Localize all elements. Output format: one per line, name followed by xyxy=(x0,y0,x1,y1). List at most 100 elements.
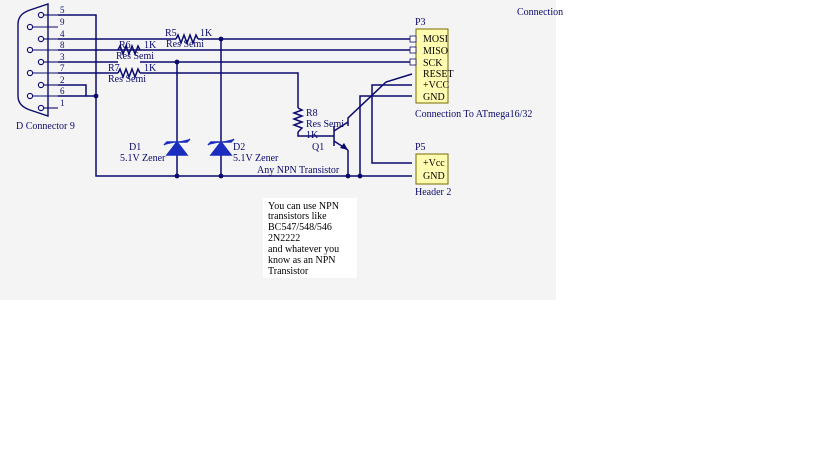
note-line: know as an NPN xyxy=(268,255,336,266)
pin-number: 3 xyxy=(60,52,65,62)
resistor-r5: R5 1K Res Semi xyxy=(165,28,213,50)
junction-dot xyxy=(345,173,351,179)
pin-4-contact xyxy=(37,35,45,43)
resistor-r5-ref: R5 xyxy=(165,28,177,39)
pin-9-contact xyxy=(26,23,34,31)
header-p5: P5 +Vcc GND Header 2 xyxy=(415,142,451,198)
header-p3-body xyxy=(415,28,449,104)
junction-dot xyxy=(174,173,180,179)
pin-7-contact xyxy=(26,69,34,77)
note-background xyxy=(263,198,357,278)
resistor-r6-value: 1K xyxy=(144,40,157,51)
header-p5-body xyxy=(415,153,449,185)
p5-pin-label: GND xyxy=(423,171,445,182)
p3-pin-label: MOSI xyxy=(423,34,448,45)
wire-pin2-pin6 xyxy=(58,84,87,97)
wire-vcc-p5 xyxy=(371,84,412,164)
pin-5-contact xyxy=(37,11,45,19)
zener-d1-bar xyxy=(163,138,191,146)
resistor-r8-desc: Res Semi xyxy=(306,119,344,130)
zener-d1-symbol xyxy=(165,140,189,156)
transistor-emitter-arrow xyxy=(340,143,348,150)
pin-number: 5 xyxy=(60,5,65,15)
junction-dot xyxy=(357,173,363,179)
zener-d2-desc: 5.1V Zener xyxy=(233,153,279,164)
p3-pin-label: MISO xyxy=(423,46,448,57)
transistor-ref: Q1 xyxy=(312,142,324,153)
note-line: Transistor xyxy=(268,266,309,277)
resistor-r7-desc: Res Semi xyxy=(108,74,146,85)
header-p5-ref: P5 xyxy=(415,142,426,153)
header-p3: P3 MOSI MISO SCK RESET +VCC GND Connecti… xyxy=(409,17,532,120)
note-box: You can use NPN transistors like BC547/5… xyxy=(263,198,357,278)
note-line: and whatever you xyxy=(268,244,339,255)
resistor-r8-ref: R8 xyxy=(306,108,318,119)
d-connector-pins xyxy=(26,11,58,112)
resistor-r5-symbol xyxy=(175,32,199,46)
pin-number: 2 xyxy=(60,75,65,85)
wire-r7-r8 xyxy=(140,72,299,108)
p3-pin-label: SCK xyxy=(423,58,443,69)
d-connector-pin-numbers: 5 9 4 8 3 7 2 6 1 xyxy=(60,5,65,108)
pin-marker xyxy=(409,58,417,66)
pin-number: 7 xyxy=(60,63,65,73)
d-connector-label: D Connector 9 xyxy=(16,121,75,132)
header-p3-pin-markers xyxy=(409,35,417,66)
pin-2-contact xyxy=(37,81,45,89)
wire-r8-base xyxy=(297,132,334,137)
zener-d1-ref: D1 xyxy=(129,142,141,153)
p3-pin-label: +VCC xyxy=(423,80,450,91)
note-line: BC547/548/546 xyxy=(268,222,332,233)
pin-marker xyxy=(409,46,417,54)
transistor-q1: Q1 Any NPN Transistor xyxy=(257,121,349,176)
zener-d2-symbol xyxy=(209,140,233,156)
junction-dot xyxy=(218,173,224,179)
pin-6-contact xyxy=(26,92,34,100)
p3-pin-label: GND xyxy=(423,92,445,103)
note-line: transistors like xyxy=(268,211,327,222)
resistor-r5-desc: Res Semi xyxy=(166,39,204,50)
resistor-r8-symbol xyxy=(291,107,305,133)
pin-number: 9 xyxy=(60,17,65,27)
resistor-r7-ref: R7 xyxy=(108,63,120,74)
p3-pin-label: RESET xyxy=(423,69,454,80)
header-p5-caption: Header 2 xyxy=(415,187,451,198)
resistor-r7: R7 1K Res Semi xyxy=(108,63,157,85)
junction-dot xyxy=(174,59,180,65)
pin-number: 4 xyxy=(60,29,65,39)
p5-pin-label: +Vcc xyxy=(423,158,445,169)
zener-d2-ref: D2 xyxy=(233,142,245,153)
d-connector: 5 9 4 8 3 7 2 6 1 D Connector 9 xyxy=(16,3,75,132)
resistor-r8: R8 Res Semi 1K xyxy=(291,107,344,141)
pin-3-contact xyxy=(37,58,45,66)
resistor-r6-desc: Res Semi xyxy=(116,51,154,62)
resistor-r7-value: 1K xyxy=(144,63,157,74)
junction-dot xyxy=(93,93,99,99)
header-p3-caption: Connection To ATmega16/32 xyxy=(415,109,532,120)
resistor-r8-value: 1K xyxy=(306,130,319,141)
zener-d1: D1 5.1V Zener xyxy=(120,138,191,164)
transistor-collector-leg xyxy=(333,121,349,132)
d-connector-shell xyxy=(17,3,49,117)
note-line: 2N2222 xyxy=(268,233,300,244)
resistor-r6: R6 1K Res Semi xyxy=(116,40,157,62)
note-line: You can use NPN xyxy=(268,201,339,212)
pin-8-contact xyxy=(26,46,34,54)
pin-number: 6 xyxy=(60,86,65,96)
resistor-r6-ref: R6 xyxy=(119,40,131,51)
junction-dots xyxy=(93,36,363,179)
pin-1-contact xyxy=(37,104,45,112)
pin-number: 8 xyxy=(60,40,65,50)
zener-d2: D2 5.1V Zener xyxy=(207,138,279,164)
resistor-r7-symbol xyxy=(117,66,141,80)
resistor-r5-value: 1K xyxy=(200,28,213,39)
pin-number: 1 xyxy=(60,98,65,108)
pin-marker xyxy=(409,35,417,43)
junction-dot xyxy=(218,36,224,42)
header-p3-ref: P3 xyxy=(415,17,426,28)
resistor-r6-symbol xyxy=(117,43,141,57)
title-fragment: Connection xyxy=(517,7,563,18)
wire-p3-gnd xyxy=(359,95,412,176)
zener-d1-desc: 5.1V Zener xyxy=(120,153,166,164)
